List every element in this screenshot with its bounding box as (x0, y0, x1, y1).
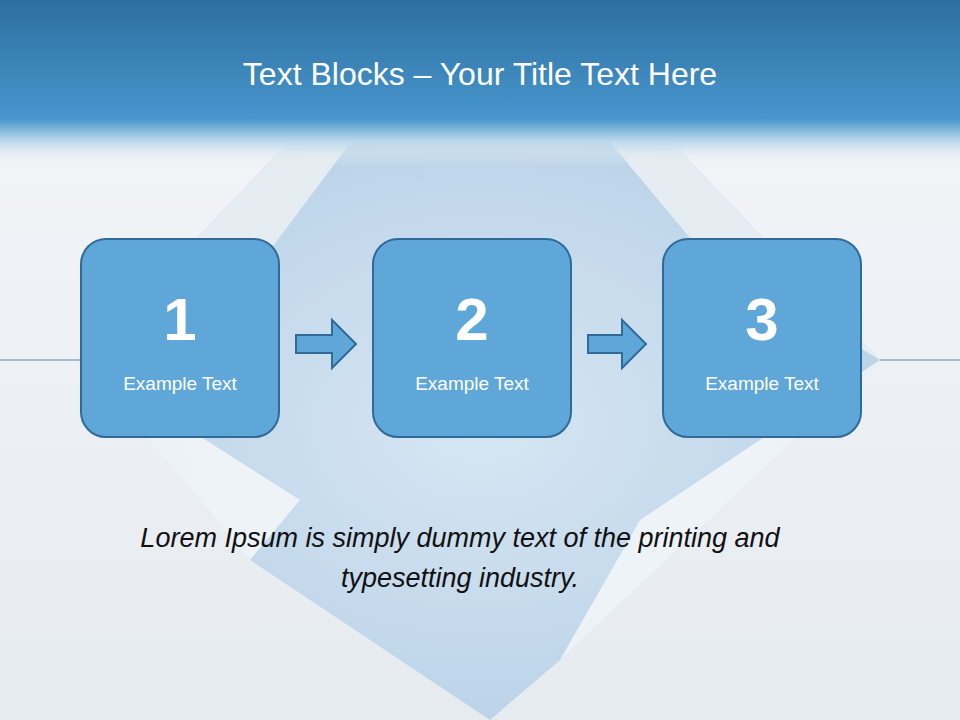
step-box: 2Example Text (372, 238, 572, 438)
step-text: Example Text (374, 372, 570, 396)
block-arrow (296, 320, 356, 368)
step-text: Example Text (664, 372, 860, 396)
step-box: 3Example Text (662, 238, 862, 438)
slide-caption: Lorem Ipsum is simply dummy text of the … (110, 518, 810, 598)
step-number: 1 (82, 285, 278, 355)
step-box: 1Example Text (80, 238, 280, 438)
step-text: Example Text (82, 372, 278, 396)
step-number: 2 (374, 285, 570, 355)
slide-title: Text Blocks – Your Title Text Here (0, 52, 960, 96)
step-number: 3 (664, 285, 860, 355)
block-arrow (588, 320, 646, 368)
